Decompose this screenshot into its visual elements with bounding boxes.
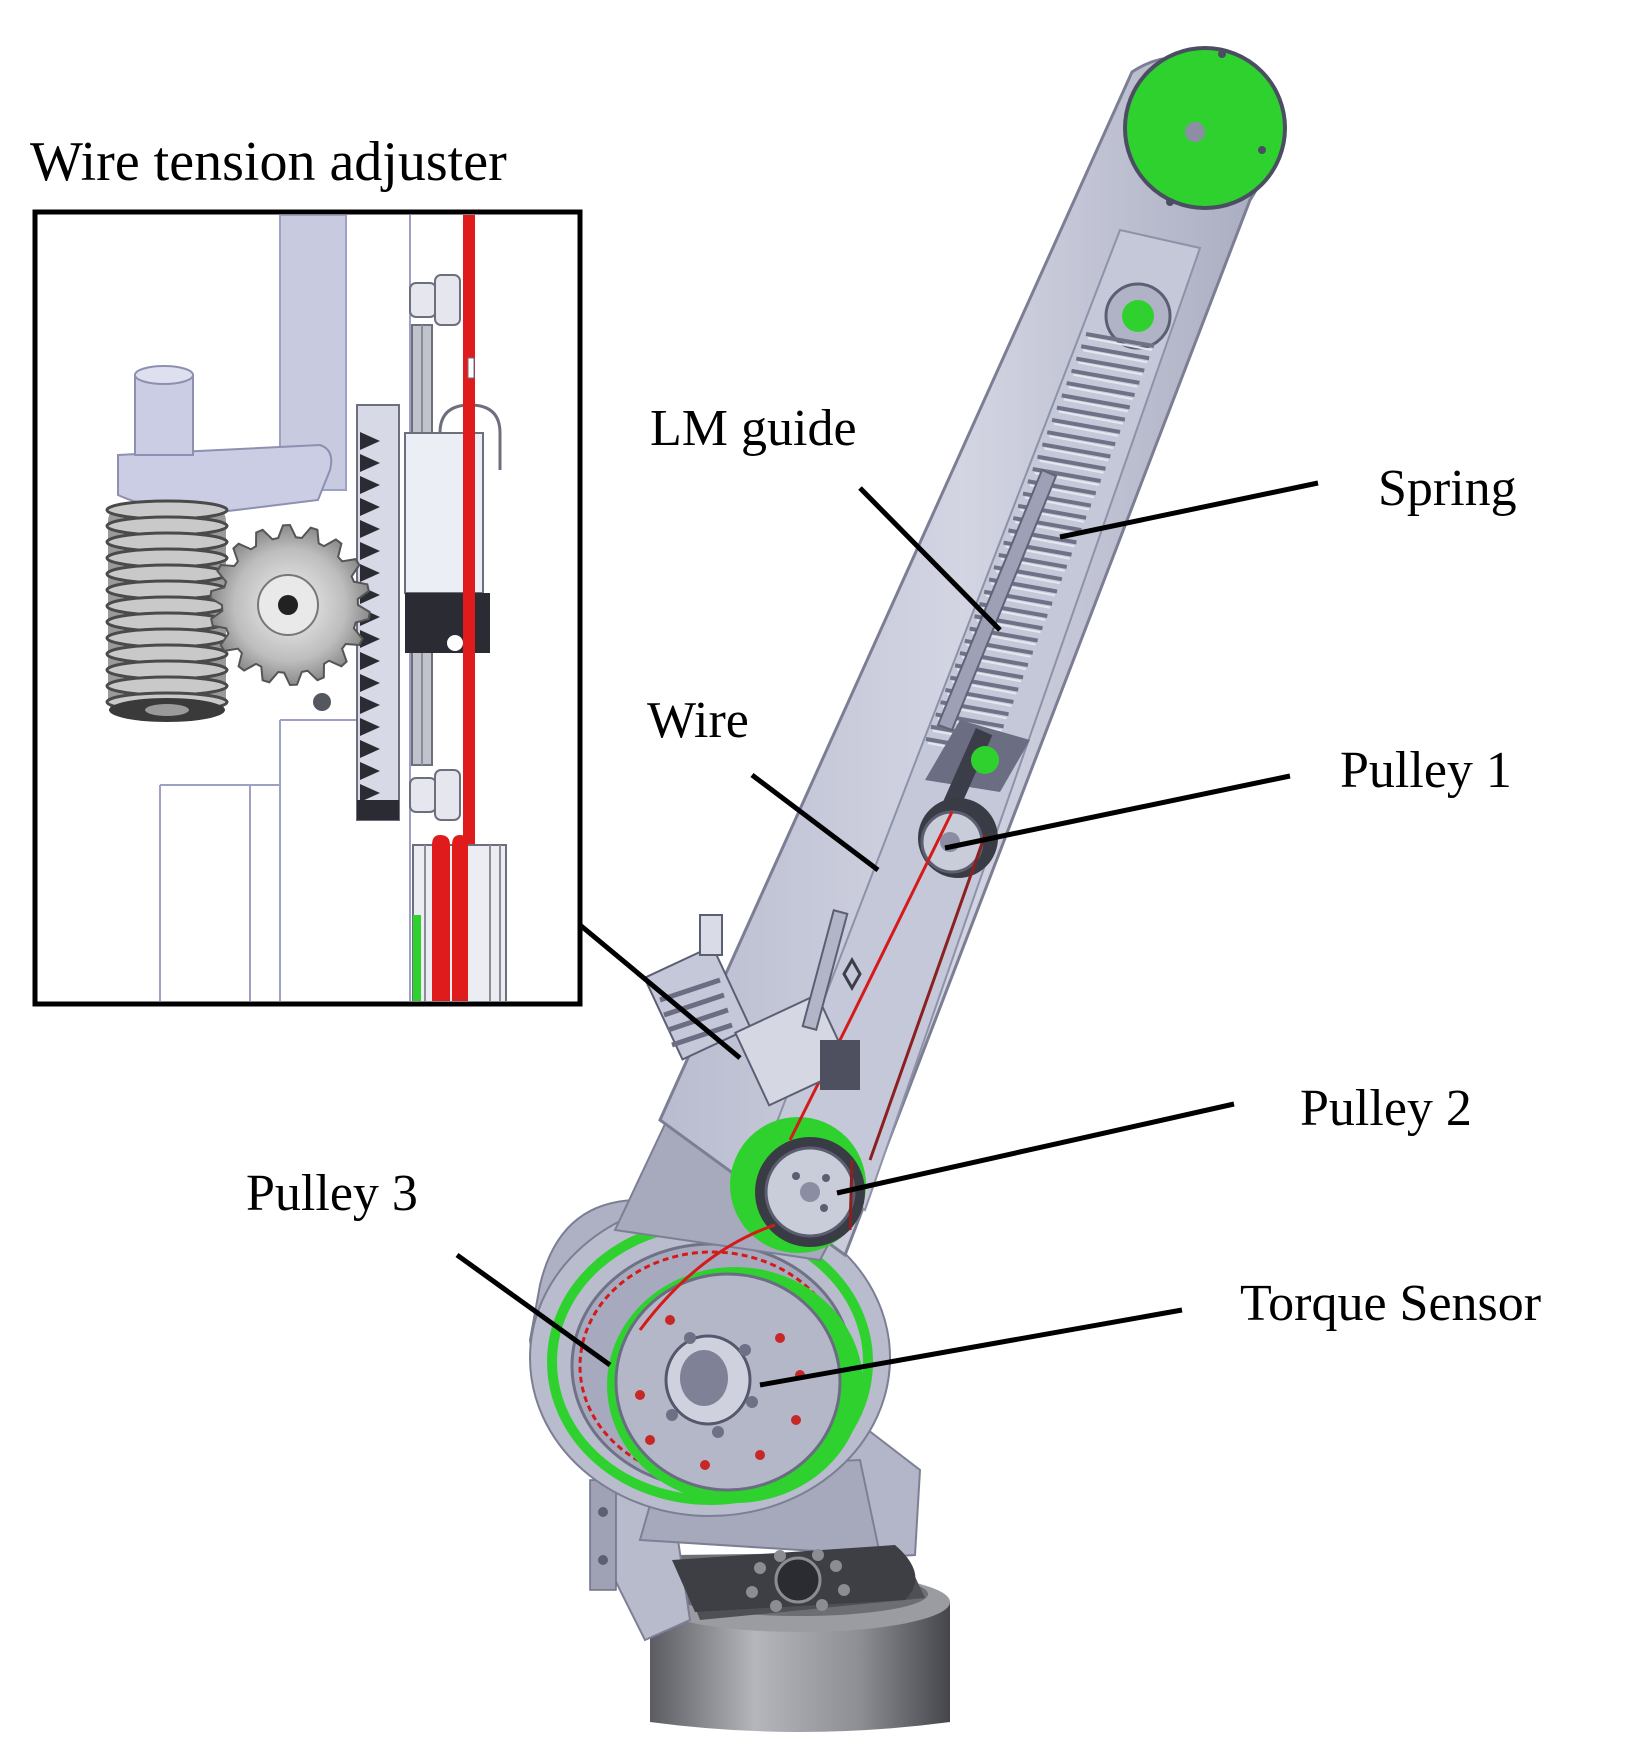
label-spring: Spring [1378,460,1517,517]
spur-gear [209,523,371,687]
arm-link [613,46,1287,1262]
worm-screw [105,499,229,722]
label-pulley-1: Pulley 1 [1340,742,1512,799]
label-lm-guide: LM guide [650,400,857,457]
spring-top-mount [1104,282,1172,350]
inset-wire [463,215,475,1001]
lm-guide [925,468,1058,813]
base-top-plate [672,1545,916,1612]
pulley-2 [730,1117,866,1253]
torque-sensor [607,1267,863,1503]
callout-torque-sensor [759,1307,1183,1388]
inset-title: Wire tension adjuster [30,131,507,193]
callout-lines [455,480,1319,1388]
callout-inset [578,923,742,1060]
callout-pulley3 [455,1252,612,1368]
label-pulley-2: Pulley 2 [1300,1080,1472,1137]
wire [638,811,987,1331]
callout-wire [750,773,880,872]
label-pulley-3: Pulley 3 [246,1165,418,1222]
callout-spring [1059,480,1319,540]
label-wire: Wire [647,692,749,749]
callout-pulley1 [944,773,1291,851]
inset-panel [32,209,583,1007]
tension-adjuster-assembly [643,909,860,1107]
inset-pulley [412,835,507,1001]
label-torque-sensor: Torque Sensor [1240,1275,1541,1332]
callout-pulley2 [836,1101,1235,1196]
callout-lm-guide [858,486,1002,632]
